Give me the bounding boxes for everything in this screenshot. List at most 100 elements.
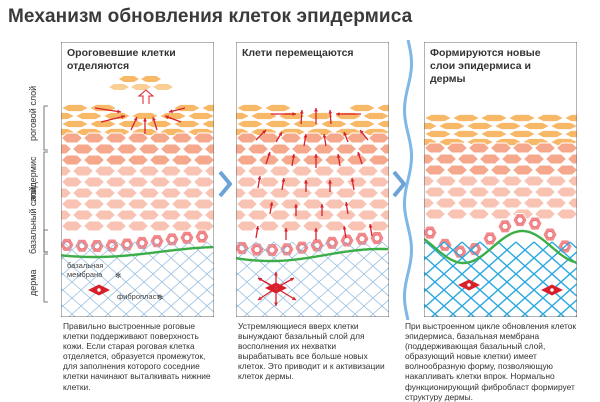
epidermal-cell [126, 176, 150, 188]
panel-1-title-line2: отделяются [67, 60, 129, 72]
epidermal-cell [478, 175, 502, 187]
move-arrow-head [278, 132, 282, 136]
corneum-cell [424, 130, 453, 138]
corneum-cell [236, 104, 265, 112]
epidermal-cell [290, 187, 314, 199]
epidermal-cell [290, 209, 314, 221]
detached-cell [119, 76, 139, 82]
epidermal-cell [115, 209, 139, 221]
epidermal-cell [478, 153, 502, 165]
epidermal-cell [71, 187, 95, 199]
move-arrow-head [257, 176, 262, 180]
epidermal-cell [345, 132, 369, 144]
corneum-cell [236, 120, 265, 128]
move-arrow-head [314, 154, 318, 158]
corneum-cell [200, 104, 214, 112]
next-arrow-1-icon [218, 170, 232, 198]
corneum-cell [375, 120, 389, 128]
move-arrow-head [284, 228, 288, 232]
epidermal-cell [82, 132, 106, 144]
layer-brackets [43, 105, 48, 303]
detached-cell [141, 76, 161, 82]
epidermal-cell [203, 143, 214, 155]
epidermal-cell [500, 175, 524, 187]
corneum-cell [479, 130, 509, 138]
move-arrow-head [322, 134, 327, 138]
dermis-fiber [533, 241, 577, 281]
epidermal-cell [170, 198, 194, 210]
panel-2-title-line1: Клети перемещаются [242, 47, 354, 59]
panel-2-diagram: Клети перемещаются [236, 42, 389, 317]
dermis-fiber [424, 241, 481, 293]
epidermal-cell [334, 143, 358, 155]
epidermal-cell [500, 153, 524, 165]
dermis-fiber [279, 241, 365, 317]
dermis-fiber [297, 241, 383, 317]
move-arrow-head [299, 110, 304, 114]
move-arrow-head [267, 152, 271, 156]
dermis-fiber [170, 241, 214, 281]
epidermal-cell [445, 186, 469, 198]
corneum-cell [249, 112, 279, 120]
epidermal-cell [478, 197, 502, 209]
epidermal-cell [236, 143, 248, 155]
cell-nucleus [123, 241, 131, 248]
cell-nucleus [168, 236, 176, 243]
move-arrow-head [320, 204, 324, 208]
label-basal-layer: базальный слой [28, 186, 38, 254]
move-arrow [94, 107, 122, 113]
epidermal-cell [181, 165, 205, 177]
epidermal-cell [71, 209, 95, 221]
epidermal-cell [378, 209, 389, 221]
epidermal-cell [424, 197, 436, 209]
corneum-cell [61, 112, 76, 120]
epidermal-cell [279, 176, 303, 188]
label-stratum-corneum: роговой слой [28, 85, 38, 141]
epidermal-cell [555, 208, 577, 220]
tissue-layers [236, 104, 389, 317]
move-arrow-head [292, 112, 296, 116]
dermis-fiber [557, 299, 577, 317]
corneum-cell [563, 114, 577, 122]
epidermal-cell [367, 198, 389, 210]
epidermal-cell [356, 209, 380, 221]
epidermal-cell [93, 187, 117, 199]
basal-membrane [236, 247, 389, 263]
fibroblast-nucleus [550, 288, 554, 292]
epidermal-cell [61, 132, 84, 144]
epidermal-cell [467, 208, 491, 220]
move-arrow-head [255, 226, 260, 230]
epidermal-cell [170, 220, 194, 232]
epidermal-cell [367, 154, 389, 166]
epidermal-cell [104, 176, 128, 188]
epidermal-cell [456, 153, 480, 165]
epidermal-cell [148, 154, 172, 166]
move-arrow-head [294, 204, 298, 208]
cell-nucleus [501, 223, 509, 230]
move-arrow-head [165, 115, 169, 120]
epidermal-cell [424, 164, 447, 176]
move-arrow-head [121, 114, 125, 119]
panel-3-diagram: Формируются новые слои эпидермиса и дерм… [424, 42, 577, 317]
corneum-cell [61, 120, 90, 128]
dermis-fiber [539, 283, 577, 317]
epidermal-cell [137, 209, 161, 221]
epidermal-cell [323, 198, 347, 210]
epidermal-cell [301, 154, 325, 166]
corneum-cell [263, 120, 293, 128]
epidermal-cell [203, 209, 214, 221]
membrane-label-2: мембрана [67, 270, 103, 279]
cell-nucleus [426, 229, 434, 236]
epidermal-cell [126, 220, 150, 232]
corneum-cell [521, 122, 551, 130]
corneum-cell [61, 104, 90, 112]
epidermal-cell [456, 197, 480, 209]
cell-nucleus [78, 242, 86, 250]
membrane-marker-icon: ✻ [115, 271, 122, 280]
epidermal-cell [489, 186, 513, 198]
corneum-cell [424, 122, 439, 130]
epidermal-cell [533, 186, 557, 198]
move-arrow-head [143, 118, 147, 122]
move-arrow-head [336, 112, 340, 116]
dermis-fiber [351, 283, 389, 317]
